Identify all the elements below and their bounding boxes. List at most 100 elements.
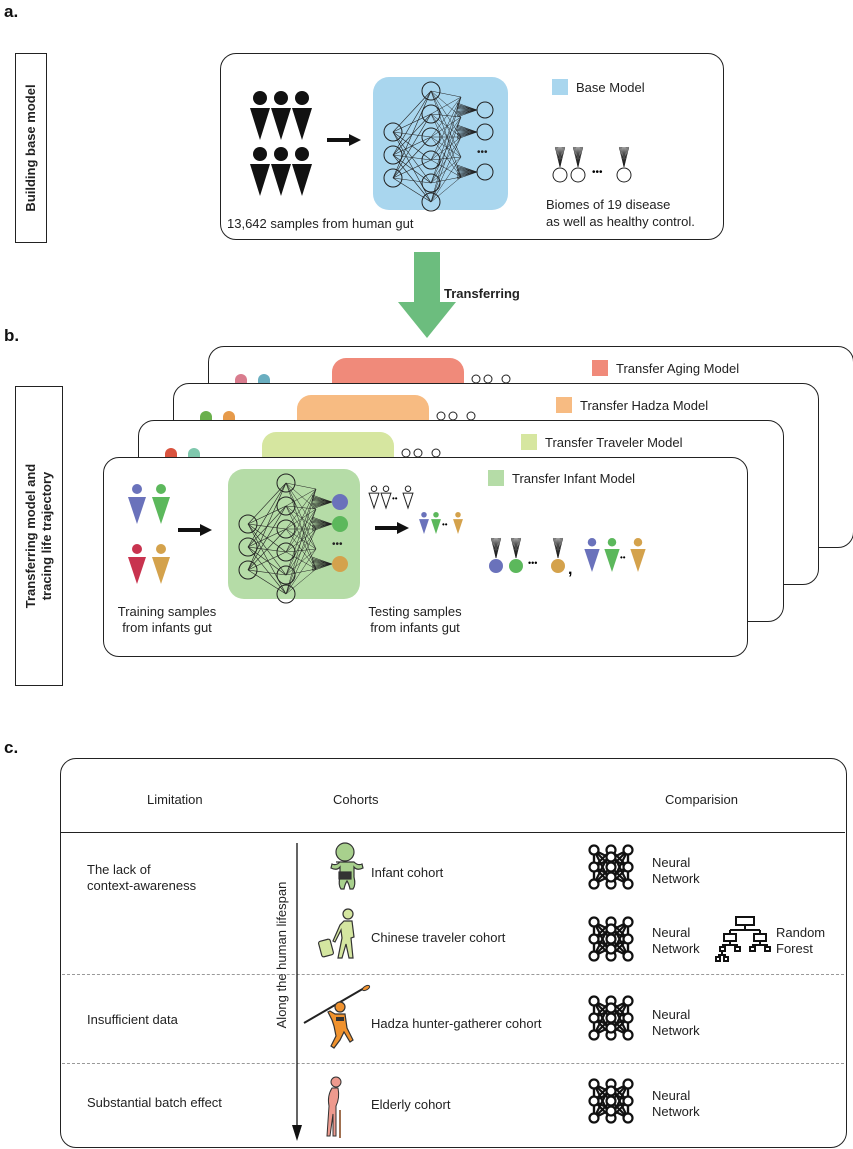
method-2a-line2: Network (652, 1023, 700, 1038)
neural-network-icon (588, 1078, 634, 1124)
input-node (383, 168, 403, 188)
method-2a: Neural Network (652, 1007, 700, 1039)
output-node (448, 411, 458, 421)
person-head (607, 538, 617, 547)
neural-network-icon (588, 995, 634, 1041)
person-body (152, 557, 170, 584)
nn-node (605, 1002, 617, 1014)
nn-node (622, 1078, 634, 1090)
person-head (633, 538, 643, 547)
nn-node (622, 1029, 634, 1041)
hidden-node (421, 173, 441, 193)
method-1b-line1: Neural (652, 925, 691, 940)
hidden-node (276, 496, 296, 516)
panel-a-side-label-box: Building base model (15, 53, 47, 243)
hidden-node (421, 150, 441, 170)
comparison-table (60, 758, 847, 1148)
testing-caption-line1: Testing samples (368, 604, 462, 619)
nn-node (588, 1012, 600, 1024)
nn-node (588, 1095, 600, 1107)
human-samples-icon (250, 91, 312, 196)
training-caption-line2: from infants gut (122, 620, 212, 635)
input-node (238, 514, 258, 534)
method-1a: Neural Network (652, 855, 700, 887)
comma: , (568, 561, 572, 578)
nn-node (605, 871, 617, 883)
biome-outputs-icon: ••• (552, 146, 632, 183)
output-node (501, 374, 511, 384)
input-node (238, 560, 258, 580)
method-3a-line2: Network (652, 1104, 700, 1119)
person-head (404, 485, 412, 492)
method-1a-line2: Network (652, 871, 700, 886)
panel-b-side-label-line2: tracing life trajectory (39, 471, 54, 601)
limitation-1-line1: The lack of (87, 862, 151, 877)
limitation-1-line2: context-awareness (87, 878, 197, 893)
nn-node (605, 1022, 617, 1034)
hidden-node (421, 104, 441, 124)
output-node (332, 516, 348, 532)
neural-network-icon (588, 916, 634, 962)
output-node (471, 374, 481, 384)
panel-b-side-label: Transferring model and tracing life traj… (23, 464, 55, 608)
biomes-caption-line2: as well as healthy control. (546, 214, 695, 229)
cohort-hadza: Hadza hunter-gatherer cohort (371, 1016, 542, 1031)
class-dot (200, 411, 212, 421)
transfer-label: Transferring (444, 286, 520, 301)
person-body (152, 497, 170, 524)
cohort-elderly: Elderly cohort (371, 1097, 451, 1112)
hidden-node (421, 127, 441, 147)
ellipsis: •• (620, 553, 626, 562)
output-node (509, 559, 523, 573)
nn-node (622, 1112, 634, 1124)
method-1c-line1: Random (776, 925, 826, 940)
traveler-icon (317, 908, 355, 959)
testing-caption: Testing samples from infants gut (355, 604, 475, 636)
output-node (489, 559, 503, 573)
training-samples-icon (128, 484, 170, 584)
person-body (584, 549, 600, 572)
neural-network-diagram: ••• (383, 81, 494, 212)
ellipsis: •• (392, 494, 398, 503)
ellipsis: ••• (332, 539, 343, 550)
nn-node (622, 878, 634, 890)
biomes-caption-line1: Biomes of 19 disease (546, 197, 671, 212)
nn-node (605, 943, 617, 955)
input-node (238, 537, 258, 557)
person-body (453, 519, 463, 534)
arrow-right-icon (327, 134, 361, 146)
person-head (132, 544, 142, 554)
person-body (431, 519, 441, 534)
limitation-3: Substantial batch effect (87, 1095, 222, 1110)
ellipsis: ••• (477, 147, 488, 158)
samples-caption: 13,642 samples from human gut (227, 216, 414, 231)
ellipsis: ••• (528, 558, 537, 568)
person-body (604, 549, 620, 572)
person-head (587, 538, 597, 547)
person-body (419, 519, 429, 534)
hidden-node (276, 473, 296, 493)
nn-node (588, 1112, 600, 1124)
neural-network-icon (588, 844, 634, 890)
legend-swatch (592, 360, 608, 376)
legend-label: Transfer Aging Model (616, 361, 740, 376)
nn-node (605, 1012, 617, 1024)
hidden-node (276, 542, 296, 562)
legend-label: Transfer Traveler Model (545, 435, 683, 450)
training-caption-line1: Training samples (117, 604, 217, 619)
lifespan-axis-arrow (292, 843, 302, 1141)
infant-legend-swatch (488, 470, 504, 486)
input-node (383, 145, 403, 165)
output-node (551, 559, 565, 573)
output-node (436, 411, 446, 421)
hidden-node (421, 81, 441, 101)
training-caption: Training samples from infants gut (112, 604, 222, 636)
nn-node (622, 1095, 634, 1107)
panel-a-letter: a. (4, 2, 19, 21)
person-body (368, 492, 380, 510)
ellipsis: ••• (592, 167, 603, 178)
legend-swatch (521, 434, 537, 450)
panel-b-side-label-line1: Transferring model and (23, 463, 38, 609)
nn-node (588, 916, 600, 928)
header-limitation: Limitation (147, 792, 203, 807)
